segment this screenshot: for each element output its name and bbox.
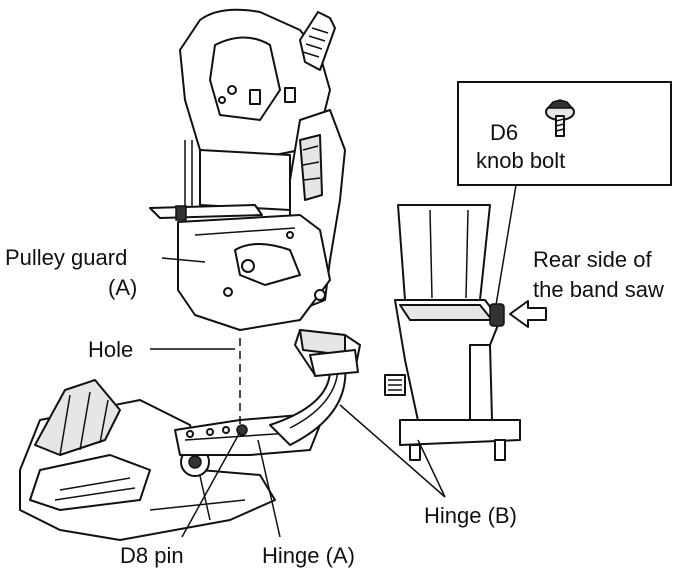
- knob-bolt-leader: [495, 184, 517, 306]
- hinge-b-leader-1: [339, 404, 446, 498]
- hole-label: Hole: [88, 337, 133, 362]
- rear-side-arrow: [509, 300, 547, 328]
- rear-side-label-line2: the band saw: [533, 277, 664, 302]
- hinge-b-arm: [269, 329, 361, 446]
- hinge-a-label: Hinge (A): [262, 543, 355, 568]
- hinge-b-leader-2: [417, 439, 446, 498]
- saw-handle: [299, 11, 336, 71]
- knob-bolt-label-line2: knob bolt: [476, 148, 565, 173]
- knob-bolt-icon: [545, 99, 575, 137]
- pulley-guard-label-line2: (A): [108, 275, 137, 300]
- d8-pin-label: D8 pin: [120, 543, 184, 568]
- pulley-guard-leader: [161, 257, 206, 263]
- knob-bolt-inset: D6 knob bolt: [457, 81, 672, 186]
- hinge-b-label: Hinge (B): [424, 503, 517, 528]
- knob-bolt-label-line1: D6: [490, 120, 518, 145]
- d6-knob-bolt-installed: [489, 303, 505, 327]
- d8-pin-leader: [181, 431, 241, 538]
- stand-base: [19, 379, 276, 541]
- band-saw: [149, 8, 346, 331]
- pulley-guard-label-line1: Pulley guard: [5, 245, 127, 270]
- hinge-a-leader: [257, 439, 281, 538]
- rear-side-label-line1: Rear side of: [533, 247, 653, 272]
- rear-bracket-assembly: [384, 204, 521, 461]
